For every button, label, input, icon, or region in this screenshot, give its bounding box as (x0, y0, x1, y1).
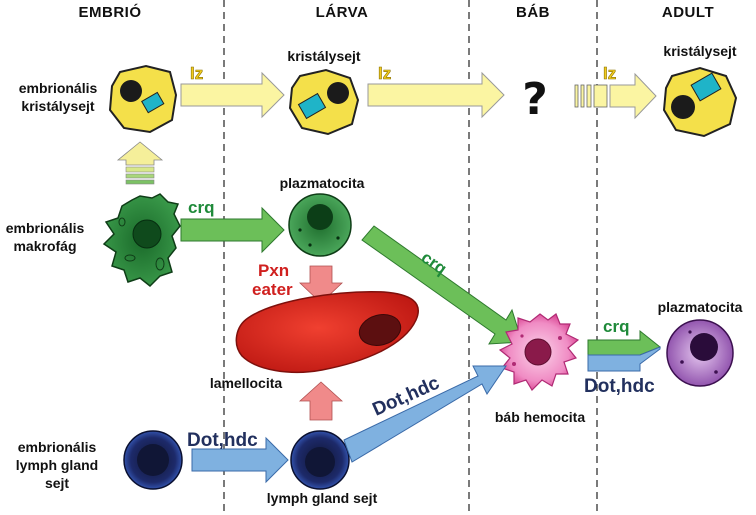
label-embryonic-crystal-1: embrionális (19, 80, 98, 96)
gene-lz-2: lz (378, 64, 391, 83)
label-adult-crystal: kristálysejt (663, 43, 736, 59)
arrow-lymph-to-lamellocyte (298, 381, 344, 421)
arrow-lz-3 (574, 72, 657, 120)
arrow-dot-hdc-2 (343, 365, 507, 463)
arrow-pxn-eater (299, 265, 343, 304)
stage-header-larva: LÁRVA (316, 4, 369, 21)
label-larval-lymph-gland: lymph gland sejt (267, 490, 378, 506)
arrow-dot-hdc-1 (191, 436, 289, 484)
label-pupal-hemocyte: báb hemocita (495, 409, 585, 425)
arrow-lz-2 (367, 71, 505, 119)
label-embryonic-lymph-1: embrionális (18, 439, 97, 455)
label-larval-crystal: kristálysejt (287, 48, 360, 64)
pupal-hemocyte (498, 313, 580, 391)
gene-dot-hdc-1: Dot,hdc (187, 430, 258, 451)
arrow-pupa-to-adult (587, 329, 661, 372)
label-adult-plasmatocyte: plazmatocita (658, 299, 743, 315)
gene-eater: eater (252, 280, 293, 299)
gene-pxn: Pxn (258, 261, 289, 280)
gene-crq-3: crq (603, 317, 629, 336)
stage-header-adult: ADULT (662, 4, 714, 21)
larval-crystal-cell (288, 68, 360, 136)
arrow-crq-2 (361, 225, 523, 345)
arrow-up-macrophage-to-crystal (116, 141, 164, 185)
gene-lz-1: lz (190, 64, 203, 83)
gene-dot-hdc-3: Dot,hdc (584, 376, 655, 397)
larval-plasmatocyte (288, 193, 352, 257)
embryonic-macrophage (102, 193, 181, 288)
gene-lz-3: lz (603, 64, 616, 83)
larval-lymph-gland-cell (290, 430, 350, 490)
stage-header-embryo: EMBRIÓ (79, 3, 142, 21)
adult-plasmatocyte (666, 319, 734, 387)
label-embryonic-macrophage-1: embrionális (6, 220, 85, 236)
unknown-pupal-crystal: ? (522, 74, 548, 125)
label-embryonic-macrophage-2: makrofág (13, 238, 76, 254)
arrow-crq-1 (180, 206, 285, 254)
label-lamellocyte: lamellocita (210, 375, 283, 391)
gene-crq-1: crq (188, 198, 214, 217)
adult-crystal-cell (662, 66, 738, 138)
label-embryonic-lymph-2: lymph gland (16, 457, 98, 473)
stage-header-pupa: BÁB (516, 4, 550, 21)
label-larval-plasmatocyte: plazmatocita (280, 175, 365, 191)
embryonic-lymph-cell (123, 430, 183, 490)
lamellocyte (235, 290, 419, 374)
arrow-lz-1 (180, 71, 285, 119)
embryonic-crystal-cell (108, 64, 178, 134)
label-embryonic-crystal-2: kristálysejt (21, 98, 94, 114)
label-embryonic-lymph-3: sejt (45, 475, 69, 491)
